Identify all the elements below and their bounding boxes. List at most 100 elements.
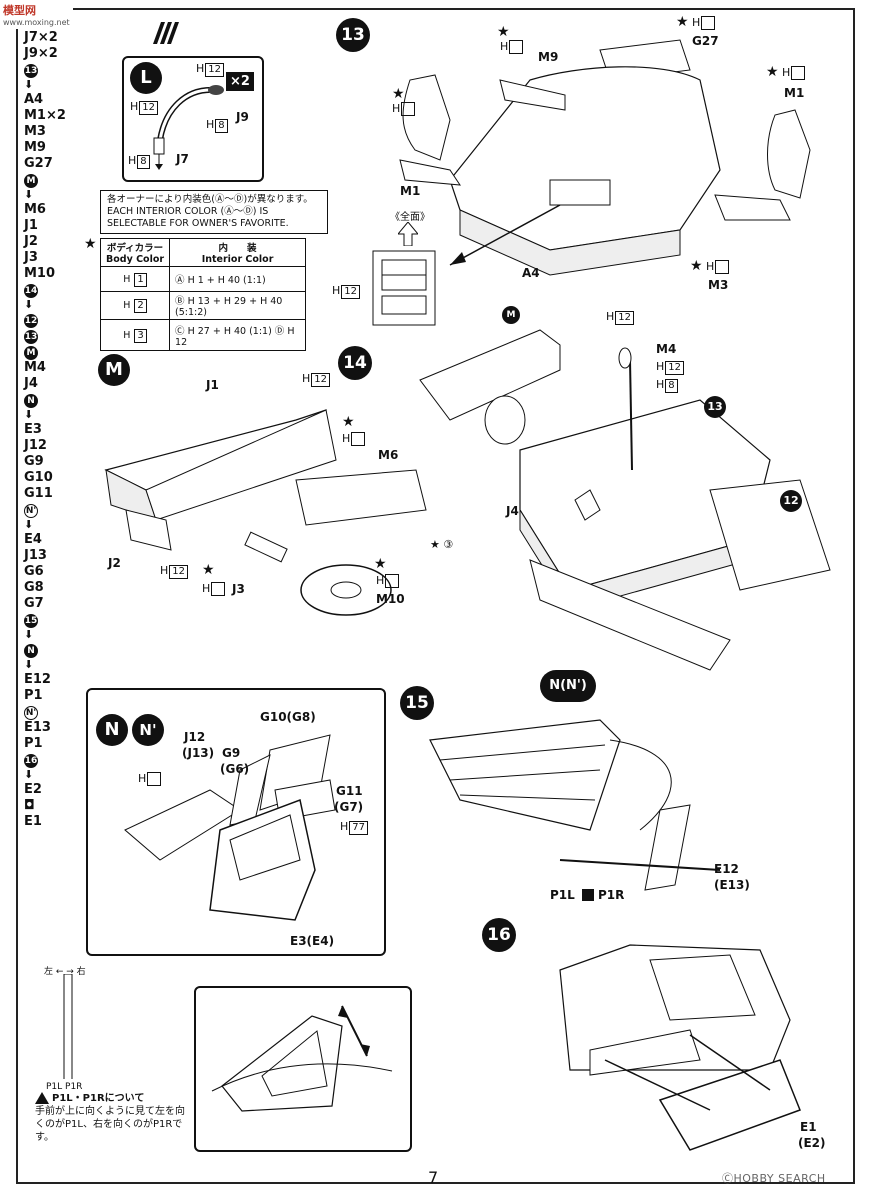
part-m9: M9 [538, 50, 559, 64]
step-badge: 16 [24, 754, 38, 768]
sidebar-step: 16 [24, 752, 84, 768]
part-p1r: P1R [598, 888, 625, 902]
p1-lr-guide: 左 ← → 右 [44, 967, 86, 977]
step-N-badge: N [96, 714, 128, 746]
p1-guide-lines [63, 974, 73, 1079]
paint-h-blank: H [500, 40, 524, 54]
sidebar-part: E2 [24, 782, 42, 797]
step-badge: N' [24, 706, 38, 720]
part-m6: M6 [378, 448, 399, 462]
sidebar-part: G7 [24, 596, 44, 611]
step-L-badge: L [130, 62, 162, 94]
arrow-down-icon: ⬇ [24, 188, 34, 201]
floor-mat-inset [372, 250, 436, 326]
page-number: 7 [428, 1168, 439, 1187]
sidebar-part: E1 [24, 814, 42, 829]
star-icon: ★ [374, 556, 387, 572]
page-frame-right [853, 8, 855, 1184]
floor-pan-drawing [399, 39, 811, 276]
step-L-multiplier: ×2 [226, 72, 254, 91]
page-frame-left [16, 8, 18, 1184]
interior-tub-drawing [419, 329, 831, 671]
paint-h-blank: H [342, 432, 366, 446]
star-icon: ★ [342, 414, 355, 430]
page-frame-bottom [16, 1182, 855, 1184]
sidebar-step: N' [24, 704, 84, 720]
step-N-prime-badge: N' [132, 714, 164, 746]
arrow-down-icon: ⬇ [24, 628, 34, 641]
star-icon: ★ [676, 14, 689, 30]
part-e13: (E13) [714, 878, 750, 892]
step-13-badge: 13 [336, 18, 370, 52]
part-g27: G27 [692, 34, 719, 48]
sub-m-badge: M [502, 306, 520, 324]
sidebar-step: 12 [24, 312, 84, 328]
zenmen-label: 《全面》 [390, 212, 430, 223]
sidebar-part: J7×2 [24, 30, 58, 45]
part-a4: A4 [522, 266, 540, 280]
part-m3: M3 [708, 278, 729, 292]
table-row: H 2 Ⓑ H 13 + H 29 + H 40 (5:1:2) [99, 291, 307, 320]
arrow-down-icon: ⬇ [24, 658, 34, 671]
part-j13: (J13) [182, 746, 215, 760]
step-15-badge: 15 [400, 686, 434, 720]
sidebar-part: G9 [24, 454, 44, 469]
part-j2: J2 [108, 556, 121, 570]
star-icon: ★ [202, 562, 215, 578]
door-hinge-drawing [211, 1005, 393, 1112]
part-g6: (G6) [220, 762, 250, 776]
part-j4: J4 [506, 504, 519, 518]
sidebar-part: G8 [24, 580, 44, 595]
p1-note-body: 手前が上に向くように見て左を向くのがP1L、右を向くのがP1Rです。 [35, 1106, 185, 1143]
watermark-site: 模型网 [3, 4, 36, 17]
p1-parts-label: P1L P1R [46, 1082, 83, 1092]
step-badge: 15 [24, 614, 38, 628]
sidebar-part: J13 [24, 548, 47, 563]
sidebar-step: 14 [24, 282, 84, 298]
step-14-badge: 14 [338, 346, 372, 380]
interior-color-note: 各オーナーにより内装色(Ⓐ～Ⓓ)が異なります。 EACH INTERIOR CO… [100, 190, 328, 234]
sidebar-part: M6 [24, 202, 46, 217]
page-frame-top [16, 8, 855, 10]
decal-3: ★ ③ [430, 538, 454, 551]
sidebar-step: N' [24, 502, 84, 518]
part-j3: J3 [232, 582, 245, 596]
sidebar-part: E13 [24, 720, 51, 735]
p1-note-title: P1L・P1Rについて [52, 1093, 145, 1104]
star-icon: ★ [766, 64, 779, 80]
grab-handle-drawing [153, 85, 224, 170]
paint-h-blank: H [138, 772, 162, 786]
p1-symbol [582, 889, 594, 901]
body-door-drawing [559, 944, 801, 1151]
table-row: H 3 Ⓒ H 27 + H 40 (1:1) Ⓓ H 12 [99, 319, 307, 351]
arrow-down-icon: ⬇ [24, 298, 34, 311]
sidebar-step: N [24, 392, 84, 408]
sidebar-part: M4 [24, 360, 46, 375]
sidebar-part: G6 [24, 564, 44, 579]
sidebar-step: 13 [24, 328, 84, 344]
sidebar-part: A4 [24, 92, 44, 107]
part-g7: (G7) [334, 800, 364, 814]
sidebar-part: G27 [24, 156, 53, 171]
star-icon: ★ [84, 236, 97, 252]
step-12-ref-badge: 12 [780, 490, 802, 512]
sidebar-part: J4 [24, 376, 38, 391]
sidebar-part: J2 [24, 234, 38, 249]
arrow-down-icon: ⬇ [24, 78, 34, 91]
step-badge: M [24, 346, 38, 360]
step-badge: 14 [24, 284, 38, 298]
step-badge: 13 [24, 330, 38, 344]
sidebar-part: M3 [24, 124, 46, 139]
sidebar-part: P1 [24, 736, 43, 751]
sidebar-step: 13 [24, 62, 84, 78]
part-j9: J9 [236, 110, 249, 124]
